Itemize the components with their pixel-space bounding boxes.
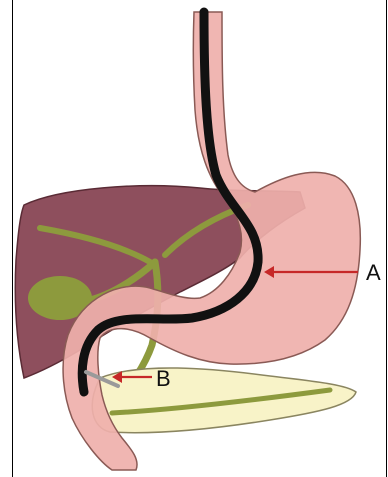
label-b: B bbox=[156, 368, 171, 390]
label-a: A bbox=[366, 262, 381, 284]
